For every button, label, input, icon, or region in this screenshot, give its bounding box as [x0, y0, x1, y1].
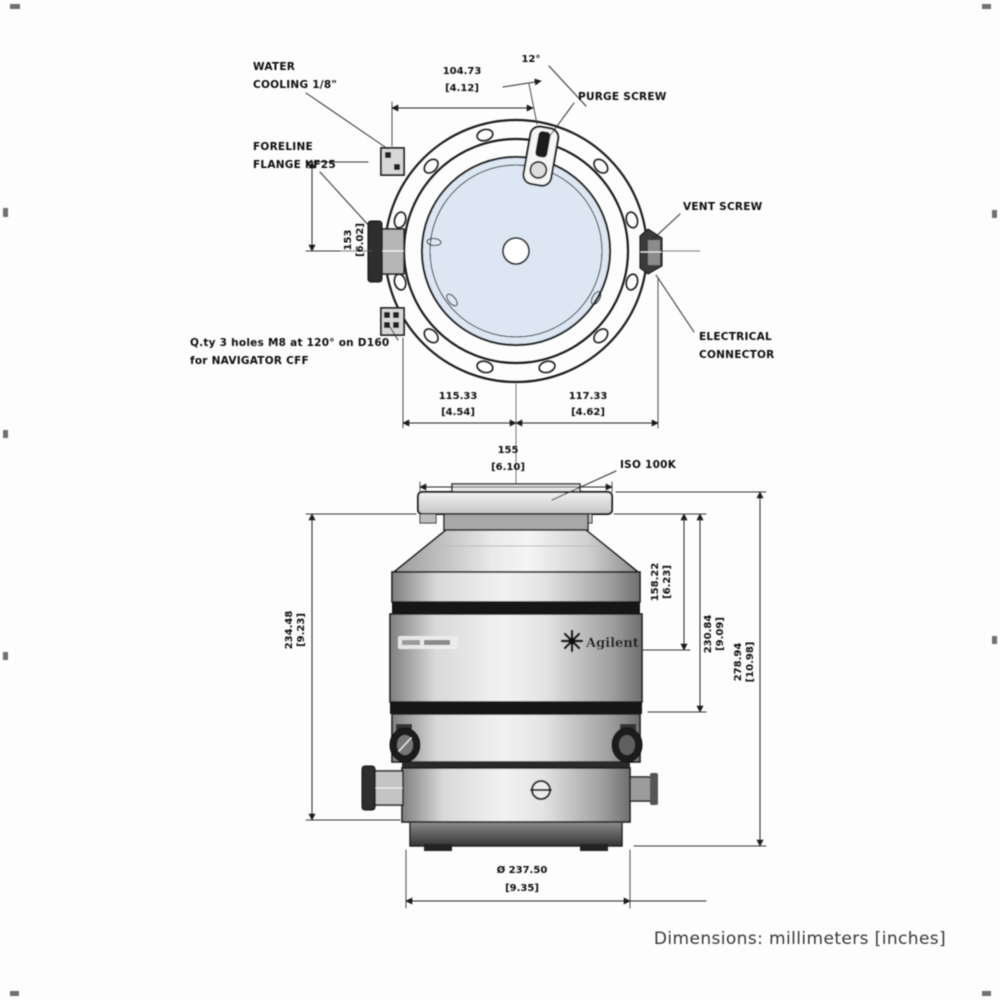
mid-cylinder: [389, 613, 643, 703]
flange-tab-left: [419, 513, 437, 524]
dim-base-mm: Ø 237.50: [497, 864, 548, 876]
angle-leader: [502, 78, 542, 88]
m8-holes-pad: [380, 307, 405, 336]
electrical-label-2: CONNECTOR: [699, 349, 775, 361]
holes-note-2: for NAVIGATOR CFF: [190, 355, 309, 367]
iso-flange-label: ISO 100K: [620, 459, 677, 471]
foreline-label-1: FORELINE: [253, 141, 313, 153]
vent-leader: [651, 213, 681, 241]
dim-total-mm: 278.94: [733, 643, 744, 682]
angle-leader-2: [548, 65, 587, 107]
side-port-right: [611, 724, 643, 763]
foot-band: [409, 821, 623, 847]
water-cooling-label-2: COOLING 1/8": [253, 79, 337, 91]
purge-leader: [548, 102, 575, 138]
electrical-label-1: ELECTRICAL: [699, 331, 772, 343]
dim-bottom-left-mm: 115.33: [439, 391, 478, 402]
base-vent-stub: [629, 773, 658, 805]
purge-screw: [522, 125, 560, 187]
base-separator: [402, 762, 630, 769]
dim-left-mm: 153: [343, 230, 354, 251]
purge-screw-label: PURGE SCREW: [578, 91, 667, 103]
dim-right-upper-mm: 158.22: [650, 563, 661, 602]
dim-base-in: [9.35]: [505, 883, 539, 894]
water-cooling-port: [380, 147, 405, 176]
foot-right: [580, 844, 608, 851]
ext-line: [528, 83, 538, 125]
dim-left-height-mm: 234.48: [284, 611, 295, 650]
holes-note-leader: [389, 326, 399, 341]
base-drain-screw: [530, 780, 552, 800]
base-foreline-port: [361, 765, 404, 811]
dim-top-mm: 104.73: [443, 66, 482, 77]
bore-slots: [426, 237, 602, 307]
foreline-leader: [319, 171, 372, 229]
dim-right-mid-in: [9.09]: [715, 617, 726, 651]
oring-band-1: [392, 602, 640, 614]
vent-screw-label: VENT SCREW: [683, 201, 763, 213]
rotor-circle: [429, 164, 603, 338]
water-cooling-leader: [305, 92, 389, 150]
dim-bottom-right-mm: 117.33: [569, 391, 608, 402]
dim-flange-in: [6.10]: [491, 462, 525, 473]
upper-cone: [391, 529, 641, 573]
side-port-left: [389, 724, 421, 763]
iso-flange-plate: [417, 491, 613, 515]
model-label-smudge: [398, 636, 458, 649]
water-cooling-label-1: WATER: [253, 61, 295, 73]
dim-left-height-in: [9.23]: [296, 613, 307, 647]
dim-total-in: [10.98]: [745, 642, 756, 683]
upper-cylinder: [391, 571, 641, 603]
neck-ring: [443, 513, 589, 531]
dim-left-in: [6.02]: [355, 223, 366, 257]
foot-left: [424, 844, 452, 851]
dim-bottom-left-in: [4.54]: [441, 407, 475, 418]
dim-right-mid-mm: 230.84: [703, 615, 714, 654]
vent-port: [639, 228, 663, 275]
angle-label: 12°: [522, 54, 541, 65]
base-block: [401, 767, 631, 823]
hub-circle: [502, 237, 530, 265]
scan-artifacts: [3, 4, 997, 996]
dim-bottom-right-in: [4.62]: [571, 407, 605, 418]
iso-leader: [551, 470, 617, 501]
foreline-label-2: FLANGE KF25: [253, 159, 336, 171]
top-view: 104.73 [4.12] 12° 153 [6.02] 115.33 [4.5…: [190, 54, 775, 485]
side-view: Agilent: [284, 445, 767, 909]
units-note: Dimensions: millimeters [inches]: [654, 929, 946, 949]
dim-flange-mm: 155: [498, 445, 519, 456]
foreline-port: [367, 220, 405, 283]
oring-band-2: [390, 702, 642, 714]
dim-right-upper-in: [6.23]: [662, 565, 673, 599]
dim-top-in: [4.12]: [445, 83, 479, 94]
holes-note-1: Q.ty 3 holes M8 at 120° on D160: [190, 337, 389, 349]
brand-label: Agilent: [585, 636, 639, 651]
lower-cylinder: [391, 713, 641, 763]
agilent-logo-icon: [560, 629, 584, 653]
electrical-leader: [655, 274, 695, 333]
